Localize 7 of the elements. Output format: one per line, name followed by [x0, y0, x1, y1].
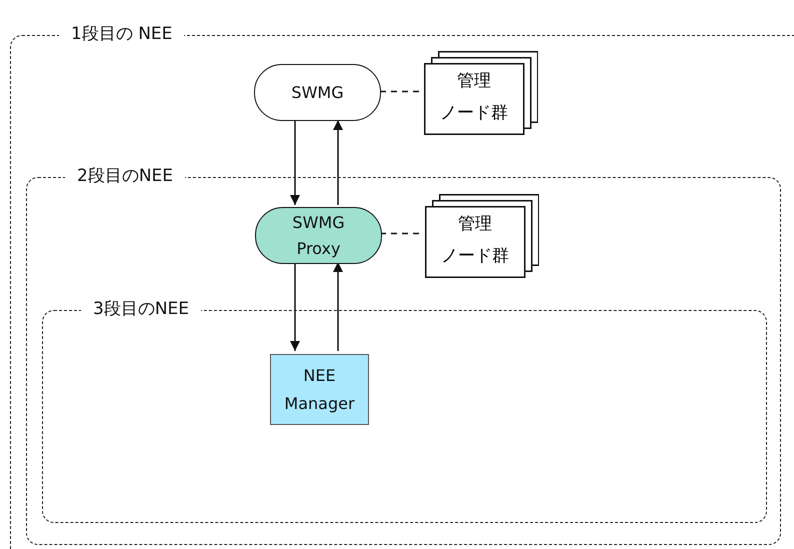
rounded-box: SWMG Proxy	[255, 207, 382, 264]
rounded-box: SWMG	[254, 64, 381, 121]
arrow	[290, 120, 300, 205]
arrow	[333, 262, 343, 351]
arrow	[333, 120, 343, 205]
process-box: NEE Manager	[270, 354, 369, 425]
arrow	[290, 262, 300, 351]
